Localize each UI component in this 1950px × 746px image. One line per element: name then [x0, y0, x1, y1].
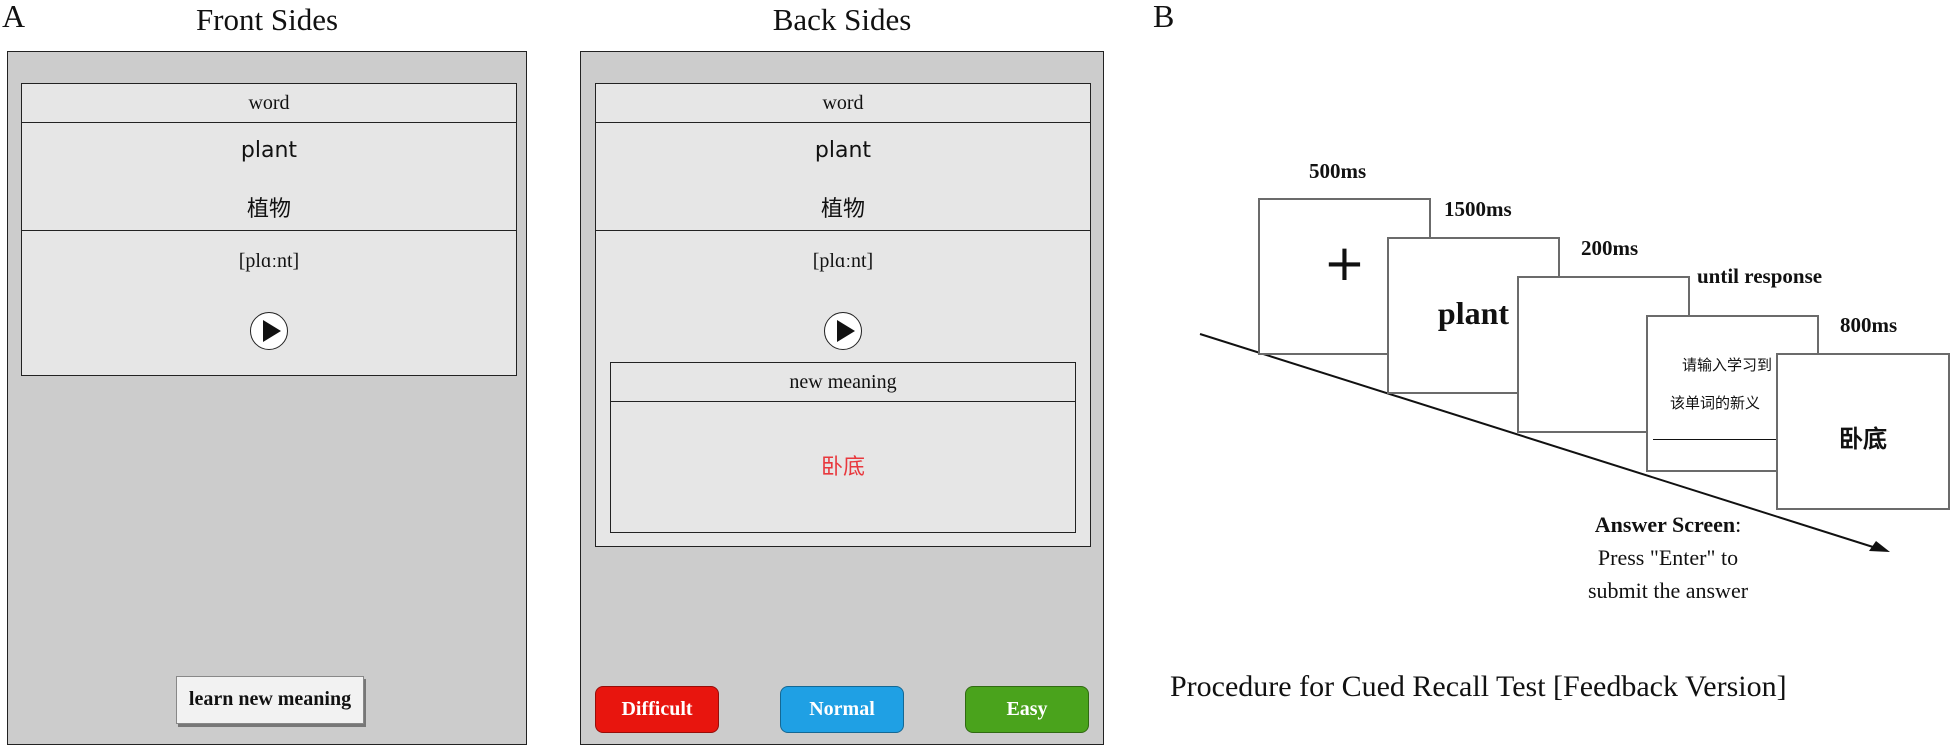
- front-phonetic: [plɑːnt]: [238, 250, 300, 272]
- timing-cue: 1500ms: [1444, 197, 1512, 221]
- timing-fixation: 500ms: [1309, 159, 1367, 183]
- panel-a-letter: A: [2, 0, 26, 34]
- back-word-box: word plant 植物 [plɑːnt] new meaning 卧底: [595, 83, 1091, 547]
- normal-button[interactable]: Normal: [780, 686, 904, 733]
- front-word-header-label: word: [248, 92, 290, 114]
- answer-screen-title: Answer Screen: [1594, 512, 1736, 537]
- front-sides-heading: Front Sides: [195, 2, 339, 37]
- answer-screen-colon: :: [1735, 512, 1742, 537]
- feedback-screen: 卧底: [1776, 353, 1950, 510]
- easy-button[interactable]: Easy: [965, 686, 1089, 733]
- front-word: plant: [240, 138, 298, 163]
- front-translation: 植物: [246, 197, 291, 222]
- panel-b-letter: B: [1153, 0, 1175, 34]
- feedback-word: 卧底: [1839, 425, 1887, 453]
- timeline-arrow: [1199, 333, 1890, 552]
- learn-new-meaning-button[interactable]: learn new meaning: [176, 676, 364, 724]
- answer-screen-line-3: submit the answer: [1587, 578, 1749, 603]
- new-meaning-text: 卧底: [820, 455, 865, 480]
- answer-screen-description: Answer Screen: Press "Enter" to submit t…: [1548, 508, 1788, 607]
- difficult-button[interactable]: Difficult: [595, 686, 719, 733]
- front-word-box: word plant 植物 [plɑːnt]: [21, 83, 517, 376]
- back-word-header-label: word: [822, 92, 864, 114]
- front-card: word plant 植物 [plɑːnt] learn new meaning: [7, 51, 527, 745]
- back-word: plant: [814, 138, 872, 163]
- front-word-header: word: [22, 84, 516, 123]
- procedure-caption: Procedure for Cued Recall Test [Feedback…: [1170, 670, 1787, 703]
- new-meaning-header: new meaning: [611, 363, 1075, 402]
- back-word-header: word: [596, 84, 1090, 123]
- prompt-line-1: 请输入学习到: [1682, 356, 1773, 374]
- back-phonetic: [plɑːnt]: [812, 250, 874, 272]
- answer-input-line: [1653, 439, 1793, 440]
- back-translation: 植物: [820, 197, 865, 222]
- answer-screen-line-2: Press "Enter" to: [1597, 545, 1739, 570]
- answer-prompt-screen: 请输入学习到 该单词的新义: [1646, 315, 1819, 472]
- answer-screen-title-line: Answer Screen:: [1548, 508, 1788, 541]
- front-word-section: plant 植物: [22, 123, 516, 231]
- new-meaning-box: new meaning 卧底: [610, 362, 1076, 533]
- fixation-cross-icon: +: [1323, 234, 1366, 292]
- new-meaning-label: new meaning: [789, 371, 897, 393]
- back-sides-heading: Back Sides: [772, 2, 912, 37]
- back-word-section: plant 植物: [596, 123, 1090, 231]
- back-card: word plant 植物 [plɑːnt] new meaning 卧底 Di…: [580, 51, 1104, 745]
- cue-word: plant: [1437, 295, 1510, 331]
- prompt-line-2: 该单词的新义: [1670, 394, 1761, 412]
- timing-blank: 200ms: [1581, 236, 1639, 260]
- back-play-icon[interactable]: [824, 312, 862, 350]
- timing-response: until response: [1697, 264, 1823, 288]
- timing-feedback: 800ms: [1840, 313, 1898, 337]
- front-play-icon[interactable]: [250, 312, 288, 350]
